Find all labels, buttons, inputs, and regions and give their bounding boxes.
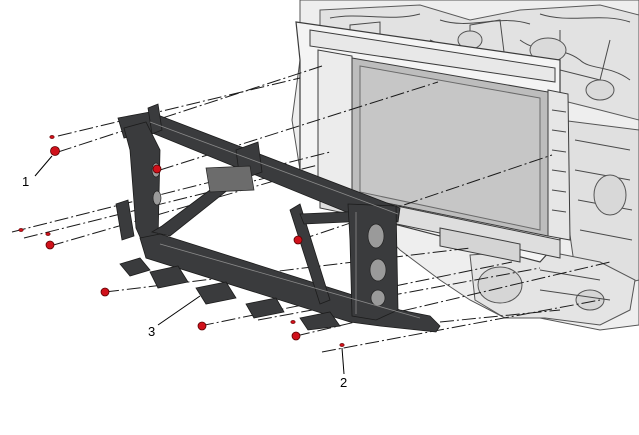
bolt-icon (291, 331, 301, 341)
callout-3-leader (157, 295, 201, 326)
pin-icon (18, 228, 24, 232)
bolts (45, 146, 303, 341)
bolt-icon (293, 235, 303, 245)
bolt-icon (45, 240, 55, 250)
pin-icon (49, 135, 55, 139)
pins (18, 135, 345, 347)
bolt-icon (197, 321, 207, 331)
callout-3-label: 3 (148, 324, 155, 339)
pin-icon (290, 320, 296, 324)
callout-1-leader (34, 155, 53, 177)
bolt-icon (50, 146, 60, 156)
callout-2-leader (341, 347, 345, 375)
bolt-icon (152, 164, 162, 174)
callout-1-label: 1 (22, 174, 29, 189)
bolt-icon (100, 287, 110, 297)
pin-icon (339, 343, 345, 347)
callout-2-label: 2 (340, 375, 347, 390)
pin-icon (45, 232, 51, 236)
bracket-edges (149, 121, 421, 319)
radiator-support (295, 21, 571, 263)
